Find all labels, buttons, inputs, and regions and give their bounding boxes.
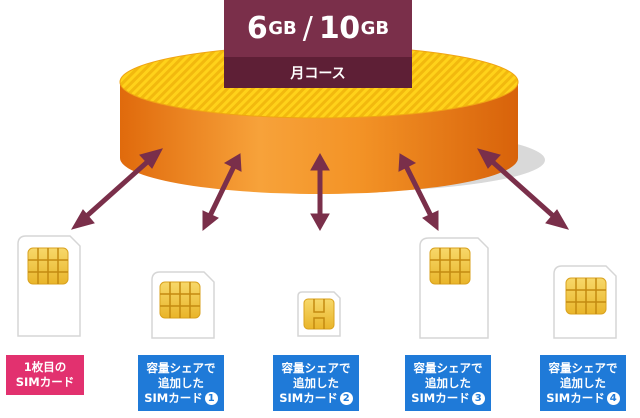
label-sim-text: SIMカード: [279, 390, 338, 405]
share-amount: 6: [246, 11, 268, 46]
label-sim-text: SIMカード: [411, 390, 470, 405]
label-line: SIMカード: [15, 375, 75, 389]
number-badge: 3: [471, 391, 485, 405]
label-line: 容量シェアで: [281, 360, 351, 375]
total-amount: 10: [318, 11, 360, 46]
sim-card-icon: [151, 271, 215, 339]
plan-box: 6 GB / 10 GB 月コース: [224, 0, 412, 88]
label-line: 追加した: [293, 375, 339, 390]
label-line: 容量シェアで: [146, 360, 216, 375]
number-badge: 2: [339, 391, 353, 405]
sim-card-icon: [553, 265, 617, 339]
number-badge: 1: [204, 391, 218, 405]
label-line: 容量シェアで: [413, 360, 483, 375]
label-line: 追加した: [425, 375, 471, 390]
label-line: 追加した: [560, 375, 606, 390]
label-sim-text: SIMカード: [144, 390, 203, 405]
share-unit: GB: [268, 18, 297, 39]
plan-capacity: 6 GB / 10 GB: [224, 0, 412, 57]
number-badge: 4: [606, 391, 620, 405]
sim-card-icon: [17, 235, 81, 337]
label-line: 1枚目の: [23, 360, 67, 374]
sim-card-icon: [419, 237, 489, 339]
plan-course: 月コース: [224, 57, 412, 88]
sim-card-icon: [297, 291, 341, 337]
label-line: 容量シェアで: [548, 360, 618, 375]
double-arrow-icon: [70, 148, 570, 232]
label-line: 追加した: [158, 375, 204, 390]
capacity-separator: /: [302, 11, 313, 46]
total-unit: GB: [360, 18, 390, 39]
label-sim-text: SIMカード: [546, 390, 605, 405]
label-first-sim: 1枚目の SIMカード: [6, 355, 84, 395]
